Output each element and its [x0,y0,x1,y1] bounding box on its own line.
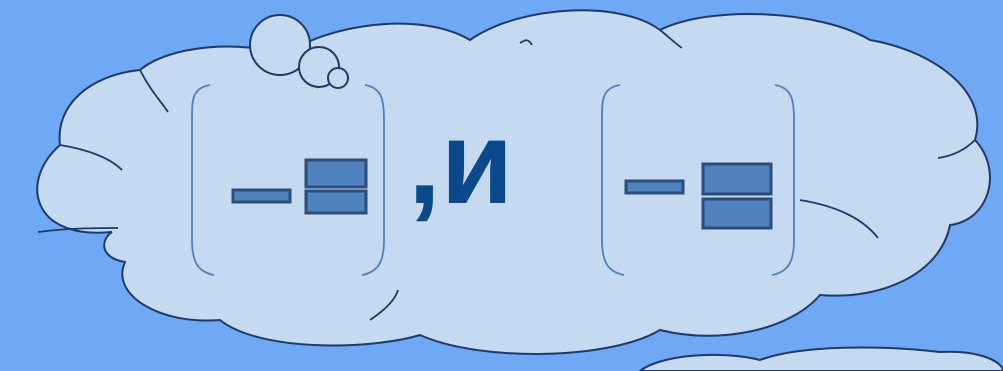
right-expression-group [601,84,795,276]
thought-bubble-large [249,14,311,76]
comma-i-symbol: ,и [408,97,514,229]
minus-bar-icon [624,179,685,195]
cloud-contour [519,39,533,46]
right-bracket-open [601,84,625,276]
main-cloud [36,9,991,355]
lower-cloud [638,346,1003,371]
left-bracket-close [361,84,385,276]
denominator-box-icon [701,197,773,230]
cloud-contour [659,29,683,49]
cloud-contour [937,139,976,159]
cloud-contour [37,227,119,233]
cloud-contour [59,144,123,171]
thought-bubble-small [327,67,349,89]
numerator-box-icon [304,158,368,189]
cloud-contour [139,69,169,113]
right-bracket-close [771,84,795,276]
minus-bar-icon [231,188,292,204]
denominator-box-icon [304,189,368,215]
left-expression-group [191,84,385,276]
cloud-contour [369,289,399,321]
cloud-contour [799,199,879,239]
numerator-box-icon [701,162,773,196]
left-bracket-open [191,84,215,276]
